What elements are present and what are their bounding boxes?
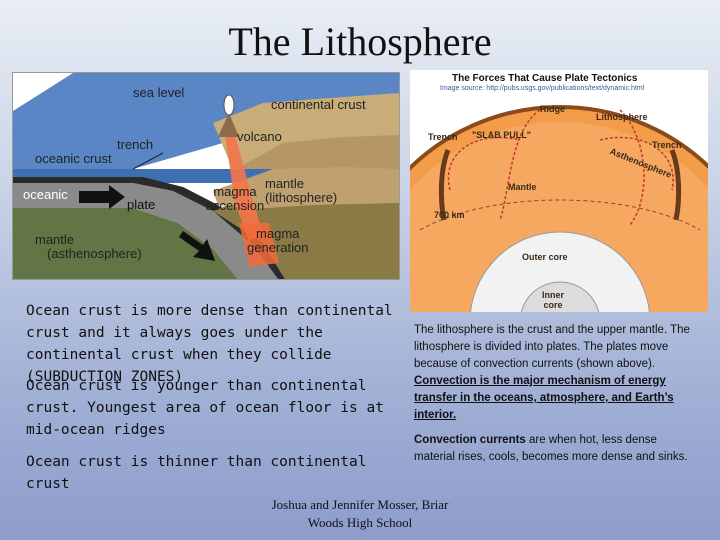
label-mantle-asthenosphere-2: (asthenosphere) xyxy=(47,246,142,261)
lithosphere-shell xyxy=(410,105,708,171)
label-plate: plate xyxy=(127,197,156,212)
label-outer-core: Outer core xyxy=(522,252,568,262)
outer-core xyxy=(470,231,650,312)
label-sea-level: sea level xyxy=(133,85,185,100)
subduction-arrow xyxy=(179,231,215,261)
plate-tectonics-diagram: The Forces That Cause Plate Tectonics Im… xyxy=(410,70,708,312)
subducting-slab-left xyxy=(438,149,451,221)
label-magma-generation-1: magma xyxy=(256,226,300,241)
inner-core xyxy=(520,281,600,312)
author-credit-line1: Joshua and Jennifer Mosser, Briar xyxy=(271,497,449,512)
convection-currents-term: Convection currents xyxy=(414,434,526,446)
depth-line xyxy=(419,199,701,231)
paragraph-ocean-crust-younger: Ocean crust is younger than continental … xyxy=(26,378,384,438)
volcano-cone xyxy=(218,113,239,137)
label-magma-generation-2: generation xyxy=(247,240,309,255)
ocean-surface xyxy=(13,73,399,169)
label-mantle-lithosphere: mantle (lithosphere) xyxy=(265,177,337,205)
continental-crust-section xyxy=(213,167,399,209)
label-magma-ascension: magma ascension xyxy=(203,185,267,213)
convection-arrow-3 xyxy=(499,109,541,221)
plate-motion-arrow xyxy=(79,185,125,209)
label-trench-left: Trench xyxy=(428,132,458,142)
label-mantle-lithosphere-1: mantle xyxy=(265,176,305,191)
lithosphere-definition-text: The lithosphere is the crust and the upp… xyxy=(414,324,690,370)
asthenosphere-ring xyxy=(410,122,708,312)
label-trench: trench xyxy=(117,137,154,152)
subducting-slab-right xyxy=(669,149,682,221)
label-inner-core: Inner core xyxy=(542,290,564,310)
paragraph-lithosphere-definition: The lithosphere is the crust and the upp… xyxy=(414,322,696,424)
label-inner-core-2: core xyxy=(543,300,563,310)
mantle-lithosphere-section xyxy=(213,191,399,279)
convection-currents-definition: are when hot, less dense material rises,… xyxy=(414,434,688,463)
paragraph-convection-currents: Convection currents are when hot, less d… xyxy=(414,432,696,466)
label-inner-core-1: Inner xyxy=(542,290,565,300)
plate-tectonics-graphic xyxy=(410,70,708,312)
label-magma-ascension-text: magma ascension xyxy=(205,184,265,213)
trench-pointer xyxy=(132,152,164,170)
mantle-asthenosphere-section xyxy=(13,208,238,279)
paragraph-ocean-crust-dense: Ocean crust is more dense than continent… xyxy=(26,303,393,385)
convection-arrow-1 xyxy=(447,136,521,191)
label-oceanic: oceanic xyxy=(23,187,68,202)
magma-column xyxy=(225,135,263,241)
label-lithosphere: Lithosphere xyxy=(596,112,648,122)
convection-arrow-2 xyxy=(599,136,674,191)
label-ridge: Ridge xyxy=(540,104,566,114)
label-volcano: volcano xyxy=(237,129,282,144)
label-magma-generation: magma generation xyxy=(247,227,308,255)
volcano-plume xyxy=(223,94,235,116)
diagram-title: The Forces That Cause Plate Tectonics xyxy=(452,73,638,84)
label-mantle-asthenosphere-1: mantle xyxy=(35,232,75,247)
subduction-diagram: sea level continental crust trench volca… xyxy=(12,72,400,280)
author-credit: Joshua and Jennifer Mosser, Briar Woods … xyxy=(240,496,480,532)
paragraph-ocean-crust-thinner: Ocean crust is thinner than continental … xyxy=(26,454,367,492)
label-mantle-asthenosphere: mantle (asthenosphere) xyxy=(35,233,142,261)
magma-pool xyxy=(239,223,279,267)
label-oceanic-crust: oceanic crust xyxy=(35,151,112,166)
slide-title: The Lithosphere xyxy=(228,19,492,64)
convection-arrow-4 xyxy=(619,109,645,226)
image-source: Image source: http://pubs.usgs.gov/publi… xyxy=(440,85,645,92)
oceanic-plate xyxy=(13,183,278,279)
label-depth: 700 km xyxy=(434,210,465,220)
label-mantle-lithosphere-2: (lithosphere) xyxy=(265,190,338,205)
label-mantle: Mantle xyxy=(508,182,537,192)
label-trench-right: Trench xyxy=(652,140,682,150)
author-credit-line2: Woods High School xyxy=(307,515,413,530)
label-continental-crust: continental crust xyxy=(271,97,366,112)
subduction-diagram-graphic xyxy=(13,73,399,279)
label-slab-pull: "SLAB PULL" xyxy=(472,130,532,140)
convection-emphasis: Convection is the major mechanism of ene… xyxy=(414,375,674,421)
